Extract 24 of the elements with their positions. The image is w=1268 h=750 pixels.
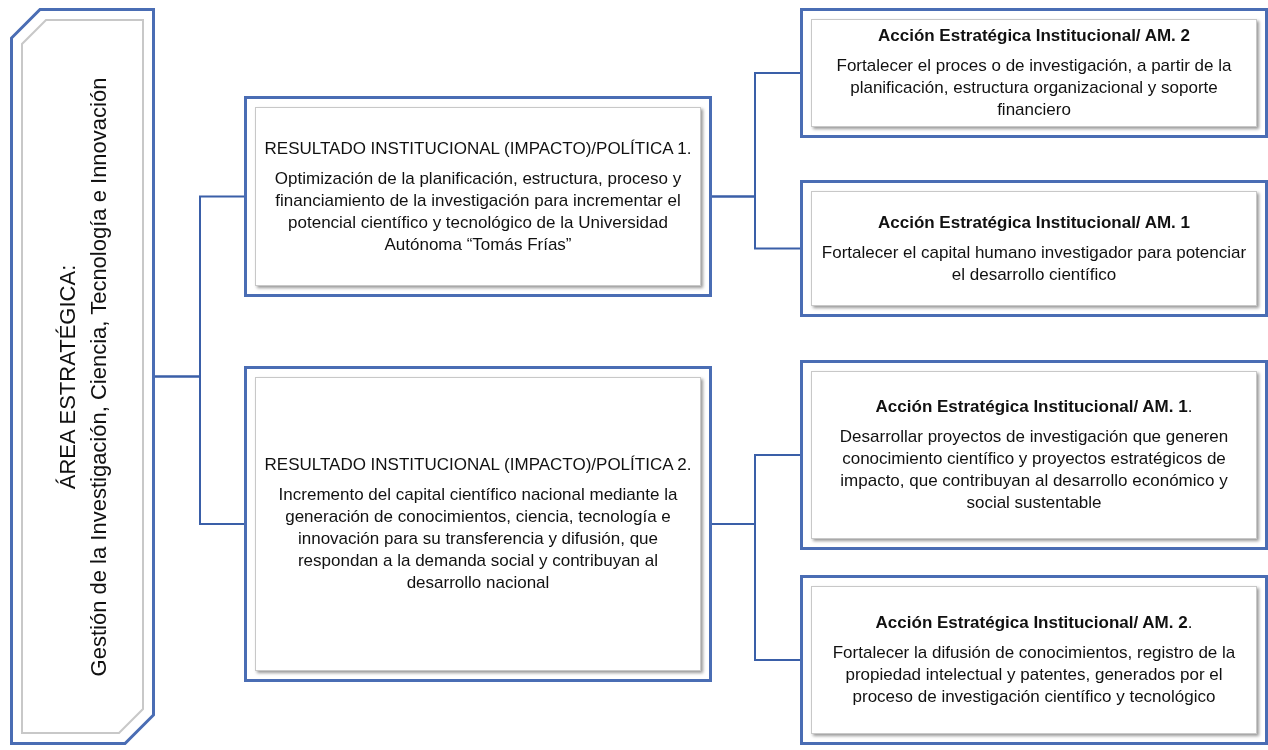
- heading-text: Acción Estratégica Institucional/ AM. 1: [877, 211, 1191, 234]
- heading-text: Acción Estratégica Institucional/ AM. 1.: [875, 396, 1193, 418]
- body-text: Fortalecer la difusión de conocimientos, registro de la propiedad intelectual y patentes, generados por el proceso de investigación científico y tecnológico: [831, 642, 1237, 708]
- connector-line: [154, 375, 245, 525]
- body-text: Desarrollar proyectos de investigación que generen conocimiento científico y proyectos estratégicos de impacto, que contribuyan al desarrollo económico y social sustentable: [838, 426, 1230, 514]
- connector-line: [711, 195, 801, 250]
- body-text: Fortalecer el proces o de investigación, a partir de la planificación, estructura organizacional y soporte financiero: [835, 55, 1233, 121]
- heading-text: ÁREA ESTRATÉGICA:: [53, 263, 81, 491]
- heading-text: Acción Estratégica Institucional/ AM. 2.: [875, 612, 1193, 634]
- body-text: Optimización de la planificación, estructura, proceso y financiamiento de la investigación para incrementar el potencial científico y tecnológico de la Universidad Autónoma “Tomás Frías”: [273, 167, 683, 256]
- action-box: [800, 8, 1268, 138]
- heading-text: Acción Estratégica Institucional/ AM. 2: [877, 25, 1191, 47]
- body-text: Incremento del capital científico nacional mediante la generación de conocimientos, ciencia, tecnología e innovación para su transferencia y difusión, que respondan a la demanda social y contribuyan al desarrollo nacional: [277, 484, 679, 594]
- action-box: [800, 575, 1268, 745]
- heading-text: RESULTADO INSTITUCIONAL (IMPACTO)/POLÍTICA 2.: [264, 454, 692, 476]
- action-box: [800, 360, 1268, 550]
- body-text: Gestión de la Investigación, Ciencia, Tecnología e Innovación: [84, 76, 112, 678]
- connector-line: [711, 523, 801, 661]
- body-text: Fortalecer el capital humano investigador para potenciar el desarrollo científico: [820, 241, 1248, 286]
- action-box: [800, 180, 1268, 317]
- strategic-area-panel: [10, 8, 155, 745]
- result-box: [244, 96, 712, 297]
- result-box: [244, 366, 712, 682]
- heading-text: RESULTADO INSTITUCIONAL (IMPACTO)/POLÍTICA 1.: [264, 137, 692, 160]
